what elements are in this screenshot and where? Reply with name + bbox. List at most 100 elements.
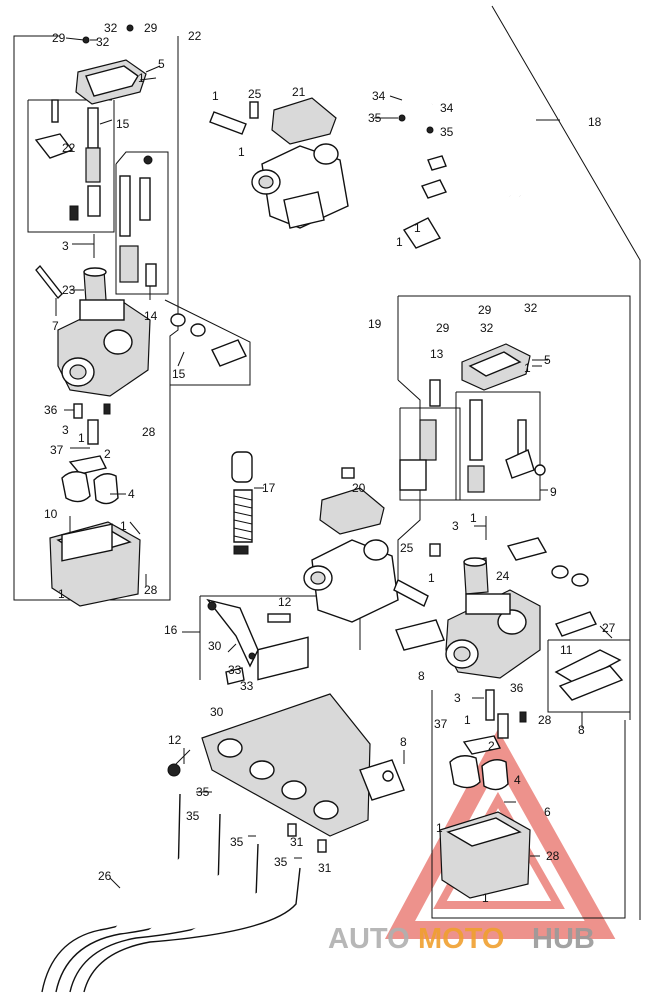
callout-1: 1 <box>396 235 403 249</box>
floats-4-left <box>61 471 119 505</box>
choke-links-right <box>506 537 597 637</box>
bolts-12 <box>167 613 291 777</box>
watermark-text-auto: AUTO <box>328 923 410 955</box>
callout-28: 28 <box>546 849 560 863</box>
callout-10: 10 <box>44 507 58 521</box>
callout-17: 17 <box>262 481 276 495</box>
callout-5: 5 <box>158 57 165 71</box>
spring-7-left <box>35 264 63 300</box>
callout-1: 1 <box>470 511 477 525</box>
callout-24: 24 <box>496 569 510 583</box>
callout-1: 1 <box>238 145 245 159</box>
callout-28: 28 <box>142 425 156 439</box>
links-11 <box>554 649 624 701</box>
callout-1: 1 <box>138 71 145 85</box>
callout-33: 33 <box>228 663 242 677</box>
callout-3: 3 <box>454 691 461 705</box>
callout-16: 16 <box>164 623 178 637</box>
callout-32: 32 <box>524 301 538 315</box>
callout-22: 22 <box>62 141 76 155</box>
carb-body-left <box>57 299 151 397</box>
callout-8: 8 <box>400 735 407 749</box>
callout-3: 3 <box>62 423 69 437</box>
intake-manifold <box>201 636 371 837</box>
callout-35: 35 <box>440 125 454 139</box>
callout-1: 1 <box>436 821 443 835</box>
callout-13: 13 <box>430 347 444 361</box>
callout-30: 30 <box>208 639 222 653</box>
callout-12: 12 <box>168 733 182 747</box>
watermark-text-moto: MOTO <box>418 923 504 955</box>
callout-23: 23 <box>62 283 76 297</box>
callout-1: 1 <box>212 89 219 103</box>
hoses-26 <box>41 793 301 993</box>
callout-26: 26 <box>98 869 112 883</box>
callout-20: 20 <box>352 481 366 495</box>
callout-33: 33 <box>240 679 254 693</box>
callout-30: 30 <box>210 705 224 719</box>
callout-29: 29 <box>436 321 450 335</box>
callout-1: 1 <box>58 587 65 601</box>
callout-31: 31 <box>290 835 304 849</box>
watermark-text-hub: HUB <box>532 923 595 955</box>
callout-5: 5 <box>544 353 551 367</box>
callout-2: 2 <box>104 447 111 461</box>
callout-27: 27 <box>602 621 616 635</box>
top-cap-5-left <box>75 59 147 105</box>
callout-35: 35 <box>230 835 244 849</box>
callout-32: 32 <box>480 321 494 335</box>
callout-37: 37 <box>434 717 448 731</box>
piston-24-right <box>463 557 489 595</box>
callout-21: 21 <box>292 85 306 99</box>
callout-34: 34 <box>372 89 386 103</box>
screw-25-center <box>393 543 441 607</box>
piston-23-left <box>83 267 107 303</box>
needle-assembly-15 <box>34 99 101 221</box>
callout-1: 1 <box>428 571 435 585</box>
watermark-logo: AUTO MOTO HUB <box>328 923 595 955</box>
callout-34: 34 <box>440 101 454 115</box>
float-bowl-10 <box>49 521 141 607</box>
callout-9: 9 <box>550 485 557 499</box>
screw-25-top <box>209 101 259 135</box>
callout-18: 18 <box>588 115 602 129</box>
callout-11: 11 <box>560 643 573 657</box>
callout-12: 12 <box>278 595 292 609</box>
floats-4-right <box>449 755 509 791</box>
linkage-30-33 <box>206 598 259 685</box>
choke-links-15 <box>170 313 247 367</box>
callout-14: 14 <box>144 309 158 323</box>
callout-28: 28 <box>538 713 552 727</box>
callout-32: 32 <box>104 21 118 35</box>
group-outlines <box>13 5 641 920</box>
callout-2: 2 <box>488 739 495 753</box>
callout-35: 35 <box>186 809 200 823</box>
spring-14-parts <box>119 155 157 287</box>
clips-35-top <box>398 114 447 249</box>
callout-8: 8 <box>418 669 425 683</box>
callout-1: 1 <box>464 713 471 727</box>
callout-35: 35 <box>196 785 210 799</box>
callout-labels: 29 32 32 29 22 5 1 15 22 3 23 7 14 15 36… <box>44 21 616 905</box>
callout-25: 25 <box>248 87 262 101</box>
callout-19: 19 <box>368 317 382 331</box>
callout-29: 29 <box>144 21 158 35</box>
vent-hoses-34 <box>400 49 522 197</box>
callout-29: 29 <box>52 31 66 45</box>
callout-15: 15 <box>172 367 186 381</box>
carb-assembly-20 <box>303 467 399 623</box>
screw-29-left <box>82 24 134 44</box>
clamps-8-center <box>359 759 405 801</box>
callout-35: 35 <box>274 855 288 869</box>
screws-31 <box>287 823 327 853</box>
carb-assembly-21 <box>251 97 349 229</box>
callout-36: 36 <box>44 403 58 417</box>
callout-22: 22 <box>188 29 202 43</box>
callout-37: 37 <box>50 443 64 457</box>
callout-15: 15 <box>116 117 130 131</box>
needle-assembly-13 <box>399 379 441 491</box>
callout-1: 1 <box>78 431 85 445</box>
callout-3: 3 <box>452 519 459 533</box>
callout-29: 29 <box>478 303 492 317</box>
